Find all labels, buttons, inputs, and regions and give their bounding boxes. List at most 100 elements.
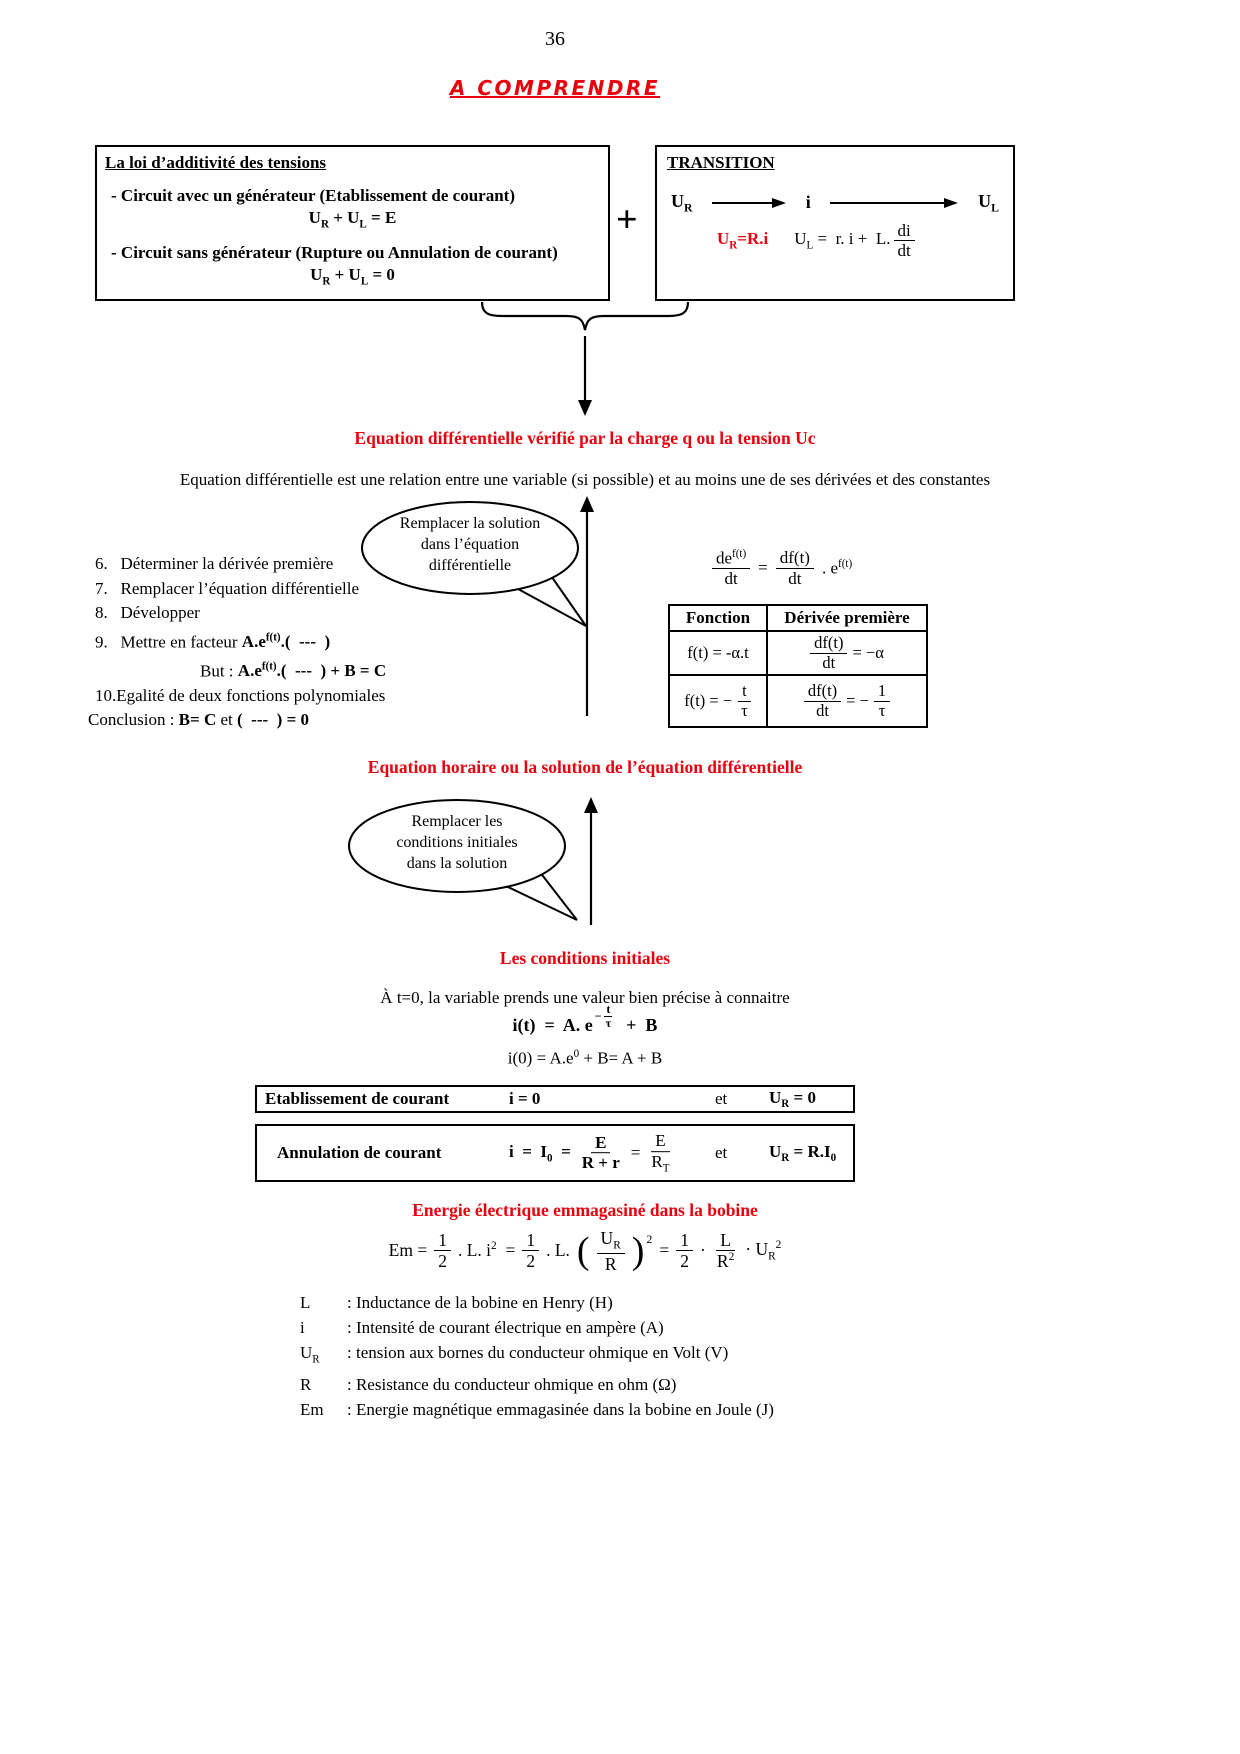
fraction-denominator: dt (788, 568, 802, 588)
definition-symbol: UR (300, 1343, 320, 1366)
fraction-denominator: dt (724, 569, 738, 589)
equals-sign: = (659, 1240, 670, 1261)
step-9: 9. Mettre en facteur A.ef(t).( --- ) (95, 626, 386, 655)
definition-text: : Energie magnétique emmagasinée dans la… (347, 1400, 774, 1420)
speech-bubble-text: Remplacer la solution dans l’équation di… (362, 513, 578, 576)
fraction-numerator: 1 (522, 1230, 540, 1252)
heading-differential-equation: Equation différentielle vérifié par la c… (354, 428, 816, 448)
speech-bubble-shape (348, 799, 578, 921)
ur-equation: UR=R.i (717, 229, 769, 252)
fraction-denominator: RT (651, 1151, 670, 1175)
law-equation-1: UR + UL = E (308, 208, 397, 231)
transition-box-title: TRANSITION (667, 153, 775, 172)
definition-ur: UR: tension aux bornes du conducteur ohm… (300, 1340, 774, 1372)
fraction-numerator: UR (596, 1228, 625, 1254)
solution-rhs: + B (617, 1014, 658, 1035)
bubble-line: dans la solution (406, 855, 508, 872)
method-steps: 6. Déterminer la dérivée première 7. Rem… (88, 552, 386, 733)
fraction-numerator: df(t) (810, 633, 848, 654)
energy-term-1: . L. i2 = (457, 1240, 516, 1261)
conclusion-and: et (216, 710, 238, 730)
fraction-numerator: E (591, 1133, 611, 1154)
fraction-denominator: R2 (716, 1251, 735, 1272)
derivative-table: Fonction Dérivée première f(t) = -α.t df… (668, 604, 928, 728)
transition-chain: UR i UL (667, 191, 1003, 215)
bubble-line: conditions initiales (396, 834, 518, 851)
definition-symbol: L (300, 1293, 311, 1312)
fraction-numerator: 1 (676, 1230, 694, 1252)
derivative-rule-formula: def(t)dt = df(t)dt . ef(t) (712, 548, 852, 589)
law-box: La loi d’additivité des tensions - Circu… (95, 145, 610, 301)
fraction-numerator: t (604, 1002, 613, 1017)
fraction-numerator: 1 (873, 681, 891, 702)
goal-formula: A.ef(t).( --- ) + B = C (237, 660, 387, 681)
fraction-denominator: dt (816, 700, 829, 720)
speech-bubble-text: Remplacer les conditions initiales dans … (349, 811, 565, 874)
definition-symbol: i (300, 1318, 305, 1337)
table-header-row: Fonction Dérivée première (669, 605, 927, 631)
left-parenthesis: ( (576, 1229, 590, 1272)
current-symbol: i (805, 192, 811, 213)
energy-term-2: . L. (546, 1240, 570, 1261)
current-lhs: i = I0 = (509, 1141, 571, 1165)
box-label: Etablissement de courant (265, 1089, 450, 1108)
right-arrow-icon (712, 197, 787, 208)
table-row: f(t) = -α.t df(t)dt = −α (669, 631, 927, 675)
law-item-generator: - Circuit avec un générateur (Etablissem… (111, 186, 516, 205)
conclusion-label: Conclusion : (88, 710, 179, 730)
exponential-factor: . ef(t) (821, 558, 853, 578)
multiply-dot: · (700, 1240, 706, 1261)
equals-sign: = (630, 1142, 641, 1162)
definition-current: i: Intensité de courant électrique en am… (300, 1315, 774, 1340)
fraction: df(t)dt (810, 633, 848, 673)
definition-energy: Em : Energie magnétique emmagasinée dans … (300, 1397, 774, 1422)
transition-box: TRANSITION UR i UL UR=R.i UL = r. i + L.… (655, 145, 1015, 301)
fraction-denominator: 2 (680, 1251, 690, 1272)
square-exponent: 2 (646, 1232, 653, 1246)
fraction-numerator: df(t) (775, 548, 814, 569)
fraction-denominator: 2 (526, 1251, 536, 1272)
and-word: et (715, 1143, 728, 1162)
fraction-denominator: τ (605, 1015, 612, 1030)
derivative-result: = −α (852, 643, 884, 662)
fraction-numerator: def(t) (712, 548, 751, 570)
bubble-line: différentielle (428, 557, 512, 574)
and-word: et (715, 1089, 728, 1108)
fraction-denominator: dt (822, 652, 836, 672)
function-text: f(t) = − (684, 691, 733, 710)
step-10: 10.Egalité de deux fonctions polynomiale… (95, 685, 386, 705)
table-cell-derivative-1: df(t)dt = −α (767, 631, 927, 675)
ul-symbol: UL (978, 191, 999, 215)
step-9-goal: But : A.ef(t).( --- ) + B = C (95, 655, 386, 684)
solution-lhs: i(t) = A. e (512, 1014, 593, 1035)
equals-sign: = (758, 558, 768, 578)
conclusion-eq-2: ( --- ) = 0 (237, 710, 310, 730)
fraction-numerator: E (651, 1131, 670, 1152)
fraction: df(t)dt (803, 681, 842, 721)
exponent-sign: − (594, 1008, 602, 1023)
law-box-title: La loi d’additivité des tensions (105, 153, 327, 172)
derivative-equals: = − (846, 691, 869, 710)
ur-condition: UR = R.I0 (769, 1141, 837, 1165)
law-equation-2: UR + UL = 0 (310, 265, 395, 288)
goal-label: But : (200, 661, 238, 681)
current-condition: i = 0 (509, 1089, 541, 1108)
fraction-denominator: 2 (438, 1251, 447, 1272)
up-arrow (580, 496, 594, 716)
fraction-numerator: di (893, 221, 915, 242)
definition-symbol: Em (300, 1400, 324, 1420)
fraction-denominator: τ (878, 700, 886, 720)
bubble-line: Remplacer les (411, 813, 503, 830)
